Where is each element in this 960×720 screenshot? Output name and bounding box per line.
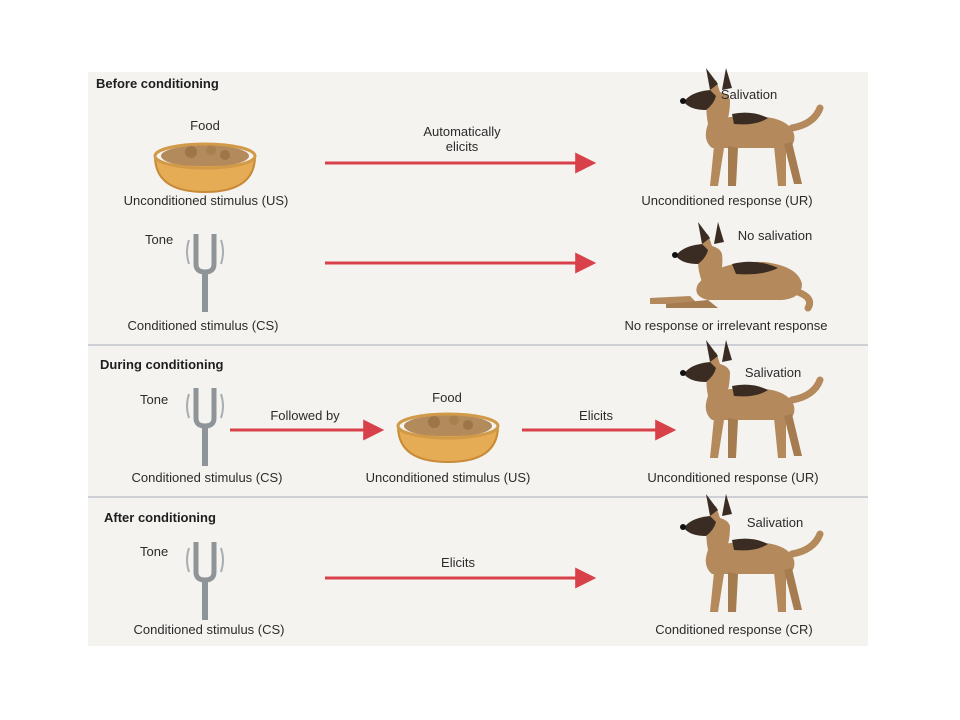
no-salivation-label: No salivation — [737, 228, 813, 243]
ur-caption: Unconditioned response (UR) — [641, 193, 813, 208]
cs-caption: Conditioned stimulus (CS) — [127, 318, 279, 333]
dog-standing-icon — [680, 340, 820, 458]
salivation-label: Salivation — [720, 87, 778, 102]
tuning-fork-icon — [187, 388, 223, 466]
dog-standing-icon — [680, 494, 820, 612]
food-bowl-icon — [153, 142, 257, 194]
section-title-during: During conditioning — [100, 357, 224, 372]
section-title-before: Before conditioning — [96, 76, 219, 91]
us-caption: Unconditioned stimulus (US) — [123, 193, 289, 208]
arrow-label-elicits: elicits — [445, 139, 479, 154]
section-divider-before — [88, 344, 868, 346]
cr-caption: Conditioned response (CR) — [655, 622, 813, 637]
us-caption: Unconditioned stimulus (US) — [365, 470, 531, 485]
followed-by-label: Followed by — [270, 408, 340, 423]
tone-label: Tone — [140, 544, 169, 559]
salivation-label: Salivation — [744, 365, 802, 380]
food-label: Food — [432, 390, 462, 405]
no-response-caption: No response or irrelevant response — [624, 318, 828, 333]
section-title-after: After conditioning — [104, 510, 216, 525]
tuning-fork-icon — [187, 542, 223, 620]
cs-caption: Conditioned stimulus (CS) — [133, 622, 285, 637]
ur-caption: Unconditioned response (UR) — [647, 470, 819, 485]
elicits-label: Elicits — [441, 555, 475, 570]
dog-standing-icon — [680, 68, 820, 186]
tuning-fork-icon — [187, 234, 223, 312]
food-label: Food — [190, 118, 220, 133]
salivation-label: Salivation — [746, 515, 804, 530]
section-divider-during — [88, 496, 868, 498]
elicits-label: Elicits — [579, 408, 613, 423]
food-bowl-icon — [396, 412, 500, 464]
arrow-label-automatically: Automatically — [423, 124, 501, 139]
cs-caption: Conditioned stimulus (CS) — [131, 470, 283, 485]
tone-label: Tone — [145, 232, 174, 247]
tone-label: Tone — [140, 392, 169, 407]
